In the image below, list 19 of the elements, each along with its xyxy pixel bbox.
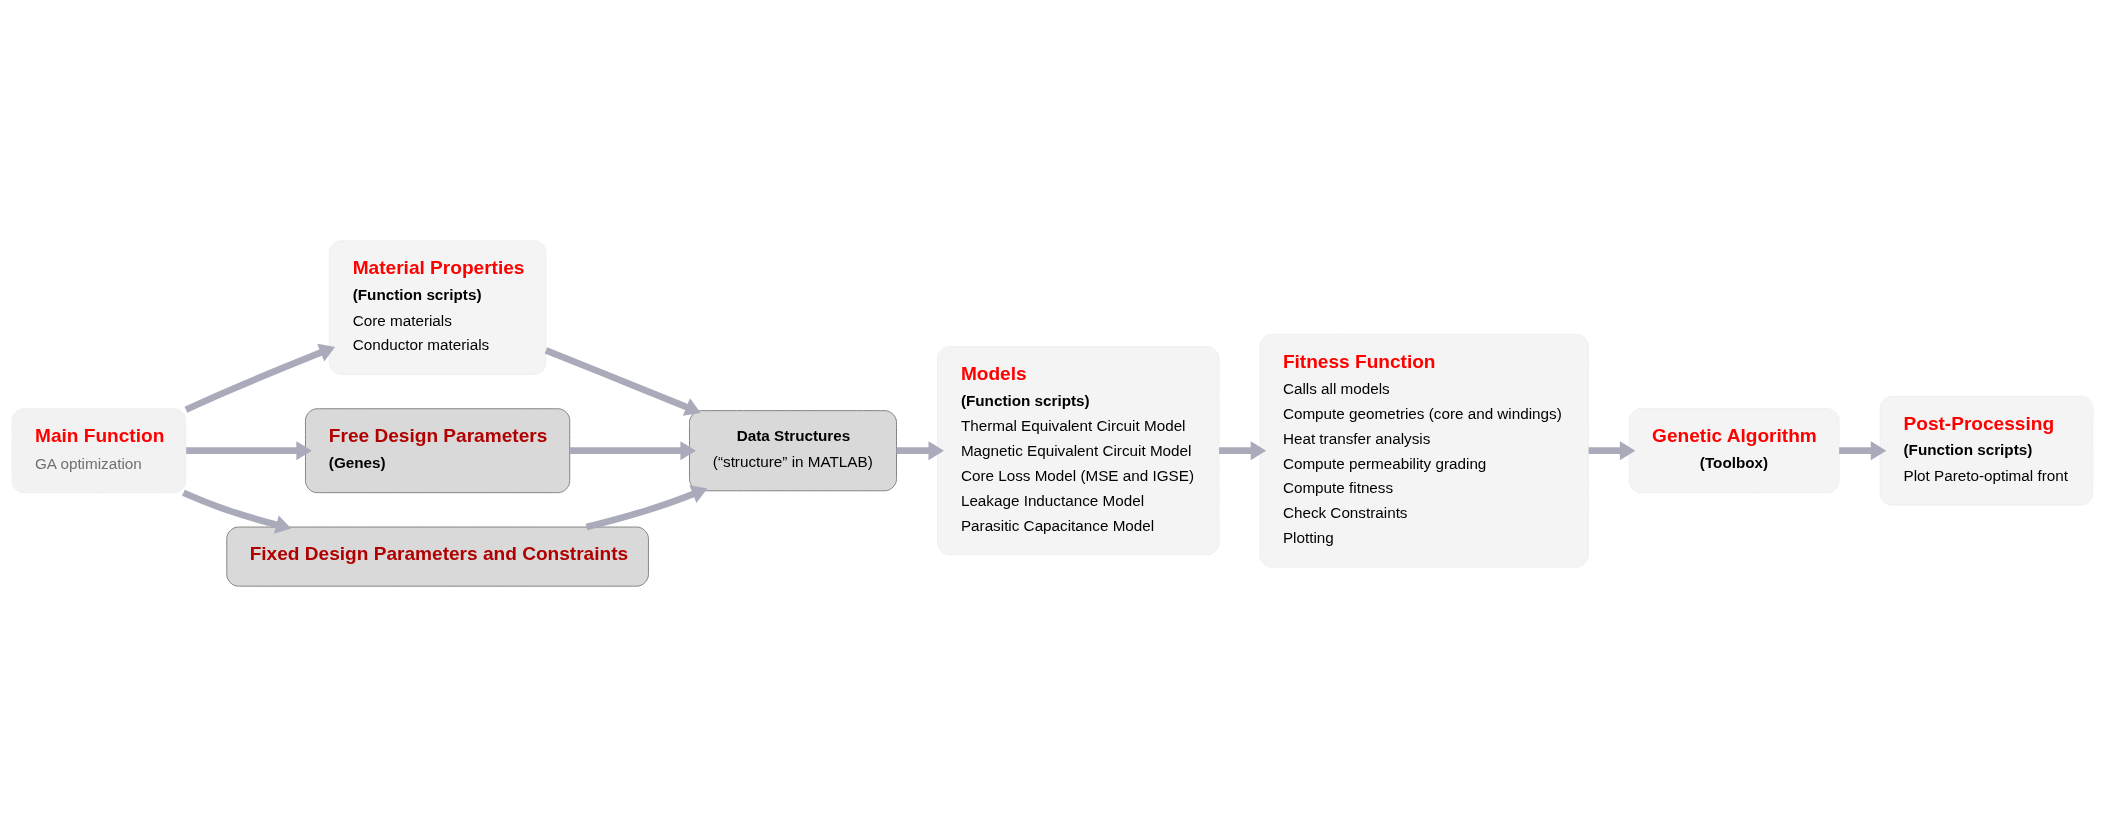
arrow: [186, 441, 312, 461]
arrow: [182, 489, 292, 534]
node-box: Main Function GA optimization: [11, 408, 187, 494]
node-box: Fixed Design Parameters and Constraints: [226, 526, 649, 587]
arrow: [1588, 441, 1636, 461]
node-box: Fitness Function Calls all models Compute geometries (core and windings) Heat transfer analysis Compute permeability grading Compute fitness Check Constraints Plotting: [1259, 333, 1589, 568]
arrow: [585, 485, 708, 531]
node-box: Data Structures (“structure” in MATLAB): [689, 410, 897, 492]
node-box: Material Properties (Function scripts) Core materials Conductor materials: [328, 240, 547, 375]
arrow: [1839, 441, 1887, 461]
arrow: [184, 343, 336, 413]
arrow: [1219, 441, 1267, 461]
arrow: [544, 347, 701, 416]
node-box: Genetic Algorithm (Toolbox): [1628, 408, 1840, 494]
node-box: Free Design Parameters (Genes): [305, 408, 571, 494]
arrow: [896, 441, 944, 461]
arrow: [569, 441, 696, 461]
node-box: Models (Function scripts) Thermal Equivalent Circuit Model Magnetic Equivalent Circuit Model Core Loss Model (MSE and IGSE) Leakage Inductance Model Parasitic Capacitance Model: [937, 346, 1220, 556]
node-box: Post-Processing (Function scripts) Plot Pareto-optimal front: [1879, 395, 2094, 506]
